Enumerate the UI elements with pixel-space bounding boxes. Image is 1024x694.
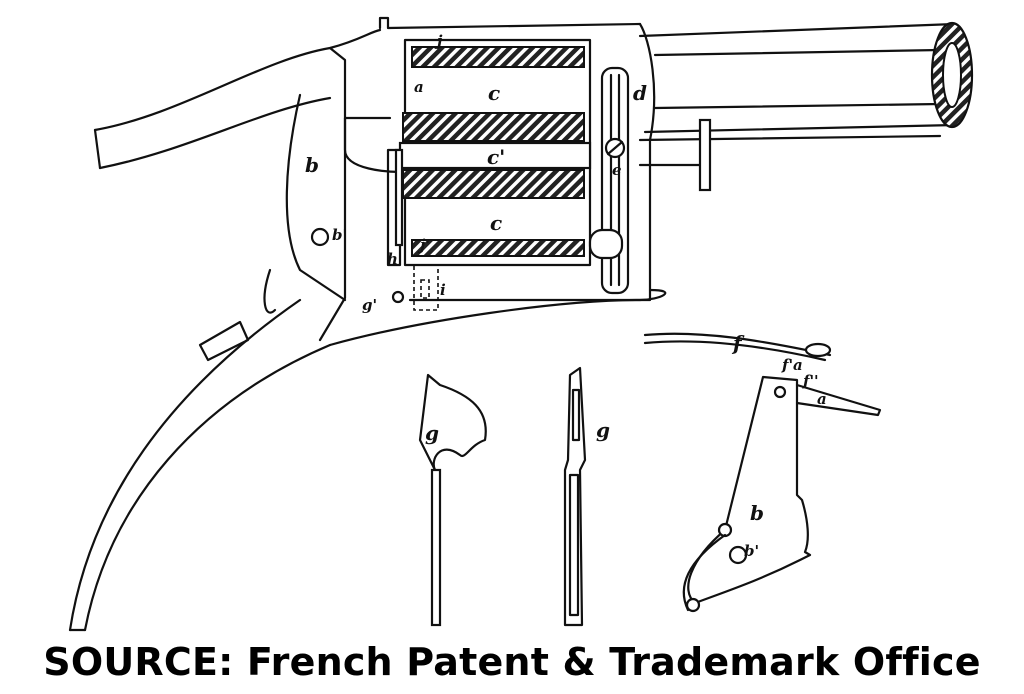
cylinder [386,38,592,311]
frame [68,16,667,632]
label-c-prime: c' [487,145,505,169]
source-caption: SOURCE: French Patent & Trademark Office [43,640,981,684]
label-j-prime: j' [417,236,430,254]
spring [643,332,832,362]
label-i: i [440,281,446,299]
label-c-lower: c [490,211,502,235]
label-d: d [633,81,647,105]
label-b-prime-hammer: b' [744,542,759,560]
label-g-side: g [596,418,610,442]
label-f-a: f'a [781,356,803,374]
label-f-double-prime: f'' [802,372,819,390]
label-e: e [612,161,622,179]
label-f: f [731,331,745,355]
sear-front-view [418,373,487,627]
sear-side-view [563,366,587,627]
label-a: a [414,78,424,96]
label-b-frame: b [305,153,319,177]
loading-rod [588,66,630,295]
label-c-upper: c [488,81,500,105]
label-j: j [434,32,443,50]
label-g-front: g [425,421,439,445]
barrel [638,21,974,192]
label-h: h [387,250,398,268]
label-g-prime: g' [362,296,377,314]
hammer [682,375,882,613]
label-b-hammer: b [750,501,764,525]
label-a-hammer: a [817,390,827,408]
label-b-prime-frame: b' [332,226,347,244]
